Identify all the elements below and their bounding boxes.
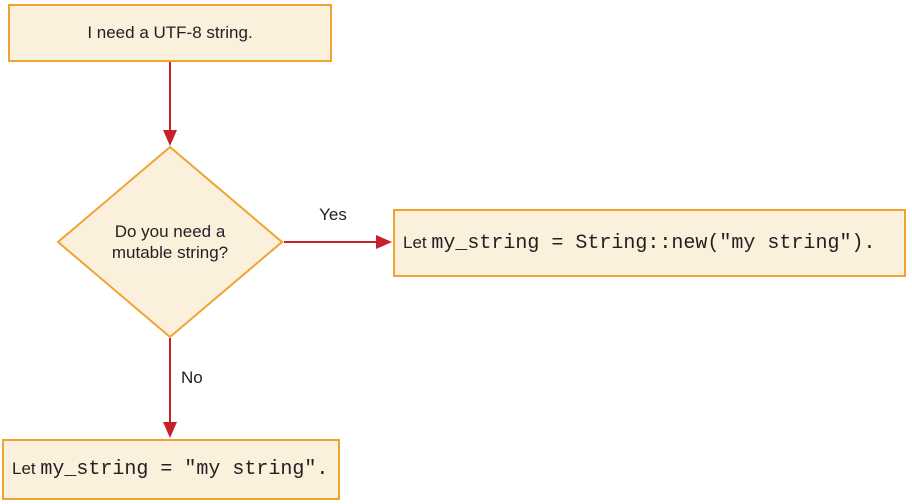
mutable-result-prefix: Let [403, 232, 427, 252]
mutable-result-code: my_string = String::new("my string"). [431, 231, 876, 255]
decision-diamond-shape [56, 145, 284, 339]
immutable-result-code: my_string = "my string". [40, 458, 329, 481]
yes-arrow-head [376, 235, 392, 249]
decision-diamond: Do you need a mutable string? [58, 147, 282, 337]
start-box-label: I need a UTF-8 string. [87, 23, 253, 42]
start-box: I need a UTF-8 string. [8, 4, 332, 62]
yes-edge-label: Yes [319, 205, 347, 224]
immutable-result-box: Let my_string = "my string". [2, 439, 340, 500]
decision-line1: Do you need a [114, 222, 226, 241]
decision-line2: mutable string? [111, 243, 229, 262]
immutable-result-prefix: Let [12, 459, 36, 478]
no-arrow-head [163, 422, 177, 438]
immutable-result-text: Let my_string = "my string". [4, 458, 328, 481]
start-arrow-head [163, 130, 177, 146]
mutable-result-text: Let my_string = String::new("my string")… [395, 232, 875, 255]
mutable-result-box: Let my_string = String::new("my string")… [393, 209, 906, 277]
no-edge-label: No [181, 368, 203, 387]
